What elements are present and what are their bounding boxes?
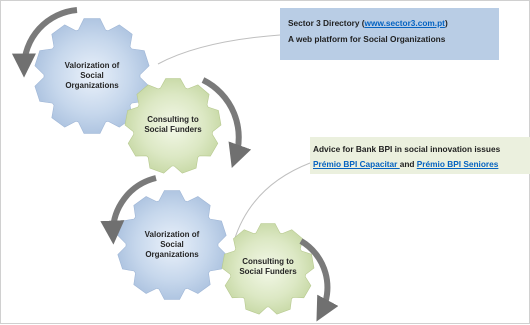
- connector-line-2: [233, 162, 311, 242]
- gear-1: [34, 18, 150, 134]
- rotation-arrow-2: [201, 77, 252, 169]
- gear-shape: [124, 78, 222, 174]
- connector-line-1: [157, 34, 281, 65]
- gear-label-valorization-1: Valorization of Social Organizations: [64, 61, 120, 90]
- callout-sector3-directory: Sector 3 Directory (www.sector3.com.pt) …: [280, 8, 499, 60]
- callout-1-title-text: Sector 3 Directory (: [288, 18, 365, 28]
- premio-bpi-capacitar-link[interactable]: Prémio BPI Capacitar: [313, 159, 400, 169]
- callout-1-title-end: ): [444, 18, 448, 28]
- rotation-arrow-3: [100, 175, 157, 245]
- gear-label-consulting-1: Consulting to Social Funders: [144, 115, 202, 134]
- gear-shape: [34, 18, 150, 134]
- callout-2-links: Prémio BPI Capacitar and Prémio BPI Seni…: [313, 157, 530, 172]
- rotation-arrow-1: [11, 7, 78, 78]
- sector3-link[interactable]: www.sector3.com.pt: [364, 18, 445, 28]
- callout-1-subtitle: A web platform for Social Organizations: [288, 34, 446, 44]
- callout-bpi-advice: Advice for Bank BPI in social innovation…: [310, 137, 530, 174]
- callout-2-joiner: and: [399, 159, 417, 169]
- premio-bpi-seniores-link[interactable]: Prémio BPI Seniores: [416, 159, 499, 169]
- callout-1-title: Sector 3 Directory (www.sector3.com.pt): [288, 15, 499, 31]
- gear-label-consulting-2: Consulting to Social Funders: [239, 257, 297, 276]
- gear-label-valorization-2: Valorization of Social Organizations: [144, 230, 200, 259]
- rotation-arrow-4: [299, 238, 339, 322]
- callout-2-title: Advice for Bank BPI in social innovation…: [313, 144, 501, 154]
- gear-2: [124, 78, 222, 174]
